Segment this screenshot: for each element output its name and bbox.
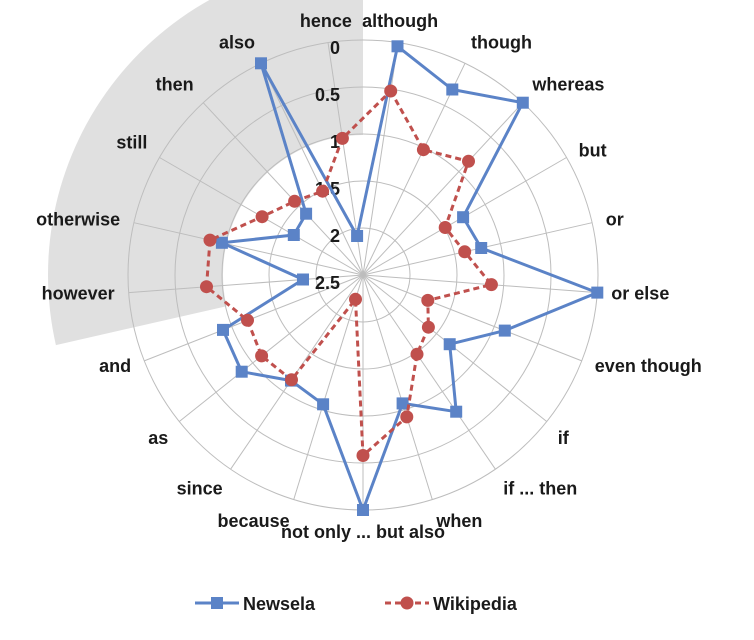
category-label: otherwise [36, 210, 120, 230]
category-label: and [99, 356, 131, 376]
data-point [317, 398, 330, 411]
series-wikipedia [200, 84, 498, 462]
category-label: because [218, 511, 290, 531]
data-point [287, 229, 300, 241]
data-point [200, 280, 213, 294]
data-point [421, 320, 435, 334]
category-label: but [579, 141, 607, 161]
grid-spoke [293, 274, 364, 500]
data-point [516, 96, 529, 109]
category-label: when [435, 511, 482, 531]
data-point [457, 211, 470, 224]
tick-label: 1 [330, 132, 340, 152]
data-point [215, 236, 228, 249]
data-point [484, 278, 498, 292]
data-point [349, 292, 362, 306]
data-point [255, 57, 267, 70]
legend-item-newsela: Newsela [195, 594, 316, 614]
category-label: if ... then [503, 479, 577, 499]
data-point [450, 405, 463, 418]
data-point [443, 338, 456, 351]
grid-spoke [362, 63, 466, 276]
grid-spoke [362, 102, 524, 276]
data-point [300, 207, 313, 220]
category-label: as [148, 428, 168, 448]
data-point [255, 349, 269, 363]
category-label: although [362, 11, 438, 31]
data-point [458, 245, 472, 259]
data-point [421, 293, 435, 307]
data-point [255, 210, 269, 224]
category-label: if [558, 428, 570, 448]
data-point [498, 324, 511, 337]
tick-label: 2 [330, 226, 340, 246]
category-label: whereas [531, 75, 604, 95]
data-point [285, 373, 298, 387]
data-point [316, 184, 330, 198]
category-label: still [116, 133, 147, 153]
series-line [205, 89, 493, 457]
grid-spoke [144, 274, 364, 362]
grid-spoke [362, 42, 399, 276]
category-label: since [177, 479, 223, 499]
grid-spoke [362, 274, 598, 294]
series-line [220, 44, 599, 512]
data-point [203, 233, 217, 247]
legend-item-wikipedia: Wikipedia [385, 594, 518, 614]
data-point [241, 313, 254, 327]
legend-marker [211, 597, 223, 609]
data-point [416, 143, 430, 157]
category-label: hence [300, 11, 352, 31]
data-point [297, 273, 309, 286]
legend: Newsela Wikipedia [195, 594, 518, 614]
data-point [396, 397, 409, 410]
tick-label: 0 [330, 38, 340, 58]
data-point [410, 347, 424, 361]
grid-spoke [202, 102, 364, 276]
data-point [591, 286, 604, 299]
data-point [446, 83, 459, 96]
grid-spoke [178, 274, 364, 422]
data-point [357, 504, 369, 516]
grid-spoke [133, 222, 364, 276]
data-point [438, 221, 452, 234]
data-point [391, 40, 404, 53]
legend-label: Newsela [243, 594, 316, 614]
legend-label: Wikipedia [433, 594, 518, 614]
category-label: or else [611, 284, 669, 304]
category-label: or [606, 210, 624, 230]
data-point [400, 410, 414, 424]
series-layer [200, 40, 604, 516]
legend-marker [400, 596, 414, 610]
data-point [217, 323, 229, 336]
grid-spoke [362, 274, 496, 470]
category-labels: although though whereas but or or else even th… [36, 11, 702, 542]
data-point [475, 242, 488, 254]
category-label: not only ... but also [281, 522, 445, 542]
data-point [288, 194, 302, 208]
category-label: even though [595, 356, 702, 376]
category-label: however [42, 284, 115, 304]
data-point [356, 449, 370, 462]
data-point [235, 365, 248, 378]
category-label: then [156, 75, 194, 95]
data-point [462, 154, 475, 168]
tick-label: 0.5 [315, 85, 340, 105]
data-point [384, 84, 398, 98]
category-label: also [219, 33, 255, 53]
data-point [351, 230, 364, 242]
grid-spoke [260, 63, 364, 276]
grid-spoke [362, 274, 582, 362]
category-label: though [471, 33, 532, 53]
data-point [335, 131, 349, 145]
grid-spoke [362, 274, 433, 500]
grid-spoke [128, 274, 364, 294]
tick-label: 2.5 [315, 273, 340, 293]
series-newsela [215, 40, 604, 516]
